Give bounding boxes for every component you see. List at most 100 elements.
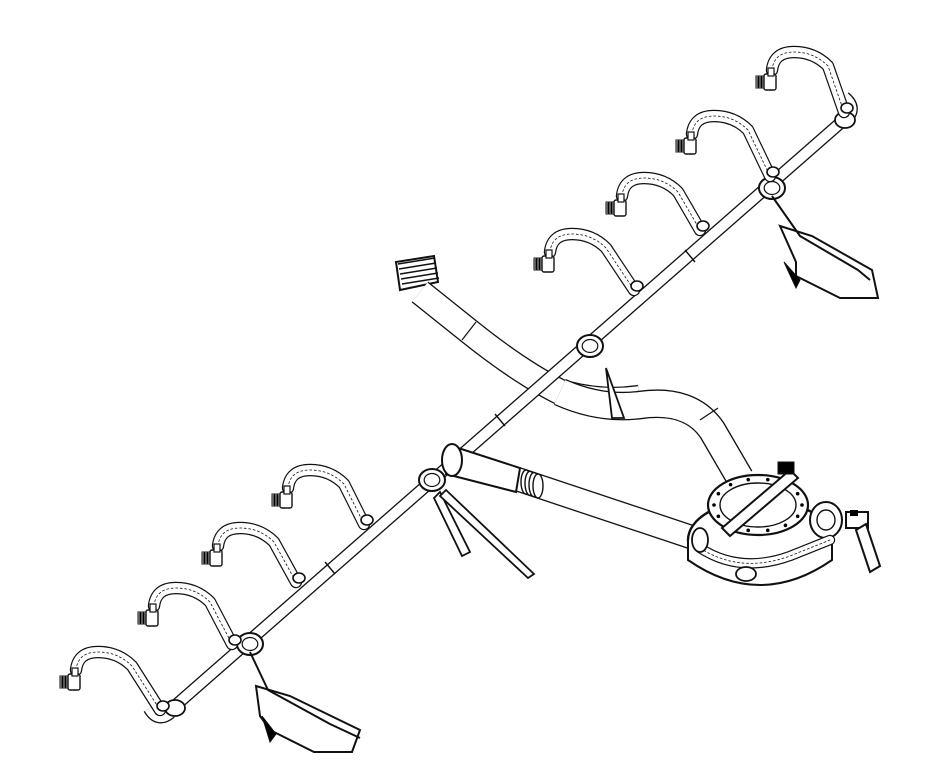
arm-lower-4-coupling (156, 700, 170, 712)
mid-support (605, 367, 626, 419)
inlet-flange (691, 527, 709, 553)
boom-collar-center (418, 467, 446, 493)
right-skid-shade (783, 261, 801, 290)
outlet-pipe (854, 522, 882, 574)
arm-upper-1-coupling (840, 102, 854, 114)
arm-lower-3-nozzle-stem (149, 603, 157, 613)
arm-lower-2-pipe (211, 521, 303, 589)
inlet-thread (399, 267, 438, 275)
arm-lower-2-nozzle (201, 543, 223, 567)
arm-upper-4-nozzle (533, 249, 555, 273)
arm-upper-3-coupling (696, 220, 710, 232)
right-skid-strut (771, 195, 871, 281)
upper-branch-seam (461, 321, 477, 341)
boom-collar-left-inner (241, 636, 259, 652)
lid-bolt (795, 514, 800, 519)
lid-bolt (716, 514, 721, 519)
arm-upper-4-coupling (630, 280, 644, 292)
arm-lower-3-pipe (147, 581, 239, 651)
boom-collar-left (236, 631, 264, 657)
inlet-thread (401, 277, 440, 285)
valve-lever (850, 510, 858, 516)
lid-bolt (765, 477, 770, 482)
main-layer (163, 113, 851, 717)
arm-lower-4-pipe-dash (75, 651, 161, 711)
main-boom (163, 113, 851, 717)
lid-handle (720, 468, 800, 538)
arm-upper-4-pipe (543, 227, 641, 297)
arm-lower-3-nozzle (137, 603, 159, 627)
arm-upper-4-pipe-dash (549, 233, 635, 291)
left-skid-blade (254, 684, 362, 753)
arm-lower-1-nozzle (271, 485, 293, 509)
center-foot (432, 488, 536, 580)
arm-upper-2-nozzle-stem (687, 131, 695, 141)
arm-lower-1-coupling (360, 514, 374, 526)
arm-upper-1-pipe-dash (771, 51, 845, 113)
right-skid (771, 195, 880, 299)
arm-upper-2-pipe-dash (691, 115, 771, 177)
arm-upper-2-nozzle (675, 131, 697, 155)
arm-upper-3-pipe (615, 171, 707, 237)
arm-upper-3-nozzle (605, 193, 627, 217)
arm-lower-1-pipe (281, 463, 371, 531)
lid-bolt (746, 477, 751, 482)
venturi-mouth (441, 443, 463, 477)
elbow-to-tank (554, 378, 753, 486)
center-foot-blade (432, 490, 472, 558)
arm-upper-1-nozzle (755, 67, 777, 91)
boom-seam (494, 413, 506, 427)
inlet-cap (394, 254, 440, 292)
arm-lower-4-nozzle (59, 667, 81, 691)
lid-bolt (716, 491, 721, 496)
pump-tank (686, 461, 882, 586)
arm-upper-3-nozzle-stem (617, 193, 625, 203)
lid-bolt (800, 503, 804, 507)
arm-upper-1-pipe (765, 45, 851, 119)
elbow-to-tank-core (554, 380, 752, 485)
arm-upper-2-pipe (685, 109, 777, 183)
arm-upper-1-nozzle-stem (767, 67, 775, 77)
boom-collar-center-inner (423, 472, 441, 488)
arm-lower-4-pipe (69, 645, 167, 717)
front-layer (59, 45, 882, 753)
handle-knob (777, 461, 795, 475)
pump-impeller (816, 509, 836, 531)
arm-lower-2-coupling (292, 572, 306, 584)
arm-upper-3-pipe-dash (621, 177, 701, 231)
back-layer (394, 254, 753, 486)
arm-upper-2-coupling (766, 166, 780, 178)
base-fitting (735, 566, 757, 582)
arm-lower-4-nozzle-stem (71, 667, 79, 677)
inlet-thread (398, 262, 437, 270)
lid-bolt (746, 528, 751, 533)
lid-bolt (728, 482, 733, 487)
boom-collar-right-inner (763, 180, 781, 196)
arm-lower-2-pipe-dash (217, 527, 297, 583)
boom-seam (684, 249, 696, 263)
lid-bolt (712, 503, 716, 507)
arm-lower-3-pipe-dash (153, 587, 233, 645)
lid-bolt (795, 491, 800, 496)
boom-collar-right (758, 175, 786, 201)
venturi-section (441, 443, 544, 499)
arm-lower-1-nozzle-stem (283, 485, 291, 495)
main-boom-core (164, 114, 850, 716)
arm-lower-3-coupling (228, 634, 242, 646)
boom-seam (324, 561, 336, 575)
base-hose-dash (699, 539, 831, 564)
right-skid-blade (778, 224, 880, 299)
arm-upper-4-nozzle-stem (545, 249, 553, 259)
inlet-thread (397, 257, 436, 265)
arm-lower-1-pipe-dash (287, 469, 365, 525)
boom-collar-upper (576, 333, 604, 359)
center-foot-strut (438, 488, 536, 580)
inlet-thread (400, 272, 439, 280)
base-hose (694, 534, 836, 569)
lid-bolt (783, 523, 788, 528)
left-skid (249, 651, 362, 753)
left-skid-strut (249, 651, 361, 739)
left-skid-shade (261, 715, 277, 744)
